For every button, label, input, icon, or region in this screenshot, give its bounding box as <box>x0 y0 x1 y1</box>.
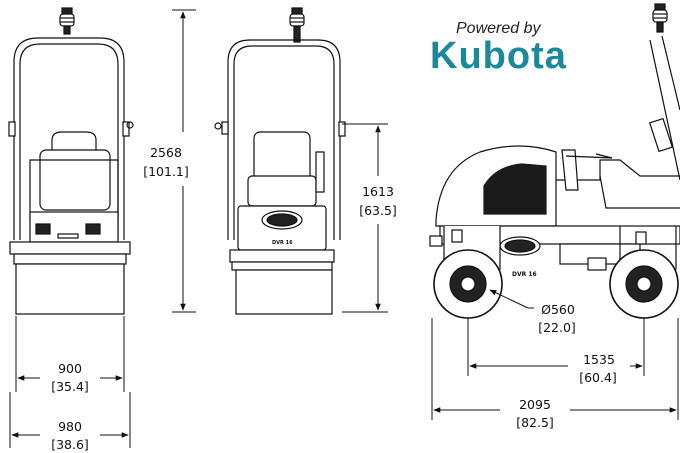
front-view-left <box>8 7 134 315</box>
drum-width-mm: 900 <box>58 361 82 376</box>
rops-height-in: [63.5] <box>359 203 397 218</box>
model-badge: DVR 16 <box>272 240 293 246</box>
wheelbase-in: [60.4] <box>579 370 617 385</box>
beacon-icon <box>652 3 668 33</box>
dimension-labels: 2568 [101.1] 1613 [63.5] 900 [35.4] 980 … <box>51 145 617 452</box>
beacon-icon <box>289 7 305 43</box>
drum-diameter-in: [22.0] <box>538 320 576 335</box>
overall-length-mm: 2095 <box>519 397 551 412</box>
overall-height-in: [101.1] <box>143 164 189 179</box>
overall-height-mm: 2568 <box>150 145 182 160</box>
powered-by-label: Powered by <box>456 20 541 37</box>
drum-diameter-mm: Ø560 <box>541 302 575 317</box>
drum-width-in: [35.4] <box>51 379 89 394</box>
overall-width-mm: 980 <box>58 419 82 434</box>
overall-width-in: [38.6] <box>51 437 89 452</box>
rear-view-middle: DVR 16 <box>214 7 346 315</box>
rops-height-mm: 1613 <box>362 184 394 199</box>
kubota-logo: Kubota <box>430 35 567 77</box>
overall-length-in: [82.5] <box>516 415 554 430</box>
beacon-icon <box>59 7 75 35</box>
wheelbase-mm: 1535 <box>583 352 615 367</box>
dimension-lines <box>9 9 679 448</box>
model-badge-side: DVR 16 <box>512 271 537 278</box>
side-view: DVR 16 <box>429 3 680 319</box>
